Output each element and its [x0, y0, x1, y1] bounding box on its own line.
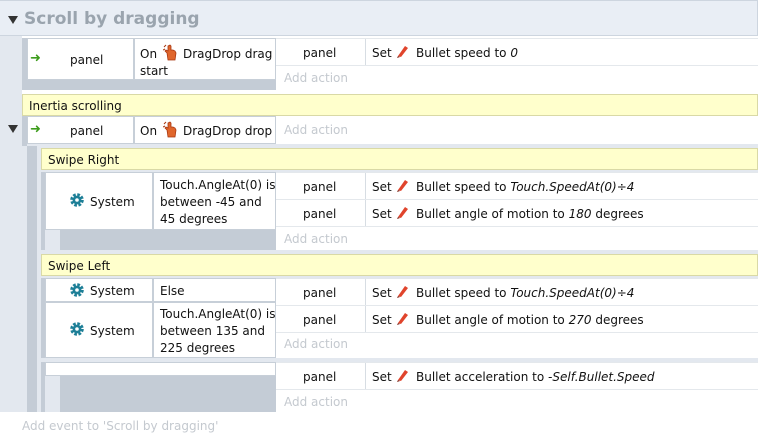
- dragdrop-hand-icon: [163, 121, 177, 138]
- action-row[interactable]: panel Set Bullet acceleration to -Self.B…: [276, 363, 758, 389]
- action-text: Bullet speed to 0: [416, 46, 518, 60]
- condition-object: System: [90, 284, 135, 298]
- event3-condition-cell[interactable]: Touch.AngleAt(0) is between -45 and 45 d…: [153, 172, 276, 230]
- event5-actions: panel Set Bullet acceleration to -Self.B…: [276, 362, 758, 412]
- action-text: Bullet acceleration to -Self.Bullet.Spee…: [416, 370, 655, 384]
- comment-swipe-right[interactable]: Swipe Right: [41, 148, 758, 170]
- add-action-link[interactable]: Add action: [284, 232, 348, 246]
- action-text: Bullet angle of motion to 270 degrees: [416, 313, 644, 327]
- system-gear-icon: [70, 283, 84, 297]
- action-text: Bullet angle of motion to 180 degrees: [416, 207, 644, 221]
- action-row[interactable]: panel Set Bullet angle of motion to 180 …: [276, 200, 758, 226]
- event4-actions: panel Set Bullet speed to Touch.SpeedAt(…: [276, 278, 758, 358]
- system-gear-icon: [70, 193, 84, 207]
- add-action-link[interactable]: Add action: [284, 71, 348, 85]
- action-set-label: Set: [372, 180, 392, 194]
- comment-swipe-left[interactable]: Swipe Left: [41, 254, 758, 276]
- group-header[interactable]: Scroll by dragging: [0, 0, 758, 36]
- event2-collapse-toggle[interactable]: [8, 125, 18, 133]
- condition-text-line3: 45 degrees: [160, 212, 228, 226]
- add-action-link[interactable]: Add action: [284, 337, 348, 351]
- condition-object: System: [90, 195, 135, 209]
- system-gear-icon: [70, 322, 84, 336]
- condition-object: panel: [70, 124, 104, 138]
- action-set-label: Set: [372, 370, 392, 384]
- action-set-label: Set: [372, 207, 392, 221]
- event2-left-margin: [22, 116, 27, 146]
- event1-left-margin: [22, 38, 27, 90]
- bullet-behavior-icon: [397, 286, 408, 298]
- event2-object-cell[interactable]: ➜ panel: [27, 116, 134, 144]
- group-body-rail: [0, 36, 22, 412]
- condition-text: DragDrop drop: [183, 124, 273, 138]
- bullet-behavior-icon: [397, 180, 408, 192]
- action-object: panel: [303, 46, 337, 60]
- event1-object-cell[interactable]: ➜ panel: [27, 38, 134, 80]
- condition-text-line1: Touch.AngleAt(0) is: [160, 178, 276, 192]
- add-action-link[interactable]: Add action: [284, 395, 348, 409]
- condition-text-line2: between 135 and: [160, 324, 265, 338]
- action-row[interactable]: panel Set Bullet speed to Touch.SpeedAt(…: [276, 279, 758, 305]
- bullet-behavior-icon: [397, 46, 408, 58]
- event1-bottom-strip: [27, 80, 276, 90]
- action-row[interactable]: panel Set Bullet speed to Touch.SpeedAt(…: [276, 173, 758, 199]
- subevents-rail: [27, 146, 37, 412]
- action-row[interactable]: panel Set Bullet angle of motion to 270 …: [276, 306, 758, 332]
- add-action-link[interactable]: Add action: [284, 123, 348, 137]
- action-text: Bullet speed to Touch.SpeedAt(0)÷4: [416, 180, 635, 194]
- condition-text-line3: 225 degrees: [160, 341, 236, 355]
- condition-prefix: On: [140, 47, 158, 61]
- event5-condition-cell[interactable]: [45, 362, 276, 376]
- condition-text: Else: [160, 284, 185, 298]
- event3-actions: panel Set Bullet speed to Touch.SpeedAt(…: [276, 172, 758, 250]
- action-object: panel: [303, 313, 337, 327]
- action-set-label: Set: [372, 286, 392, 300]
- event1-condition-cell[interactable]: On DragDrop drag start: [134, 38, 276, 80]
- trigger-arrow-icon: ➜: [30, 122, 41, 137]
- event2-actions: Add action: [276, 116, 758, 144]
- dragdrop-hand-icon: [163, 44, 177, 61]
- condition-text-line2: between -45 and: [160, 195, 262, 209]
- event5-bottom-strip: [60, 376, 276, 412]
- bullet-behavior-icon: [397, 207, 408, 219]
- condition-object: System: [90, 324, 135, 338]
- group-title: Scroll by dragging: [24, 9, 200, 29]
- event4-object-cell-angle[interactable]: System: [45, 302, 153, 358]
- condition-text-line1: Touch.AngleAt(0) is: [160, 307, 276, 321]
- condition-text-line1: DragDrop drag: [183, 47, 273, 61]
- group-collapse-toggle[interactable]: [8, 16, 18, 24]
- event2-condition-cell[interactable]: On DragDrop drop: [134, 116, 276, 144]
- action-set-label: Set: [372, 46, 392, 60]
- event3-bottom-strip: [60, 230, 276, 250]
- event4-left-margin: [41, 278, 45, 358]
- trigger-arrow-icon: ➜: [30, 51, 41, 66]
- event5-left-margin: [41, 362, 45, 412]
- event1-actions: panel Set Bullet speed to 0 Add action: [276, 38, 758, 90]
- action-object: panel: [303, 180, 337, 194]
- action-object: panel: [303, 207, 337, 221]
- action-text: Bullet speed to Touch.SpeedAt(0)÷4: [416, 286, 635, 300]
- condition-text-line2: start: [140, 64, 168, 78]
- action-object: panel: [303, 286, 337, 300]
- event3-left-margin: [41, 172, 45, 250]
- action-set-label: Set: [372, 313, 392, 327]
- event4-object-cell-else[interactable]: System: [45, 278, 153, 302]
- action-row[interactable]: panel Set Bullet speed to 0: [276, 39, 758, 65]
- bullet-behavior-icon: [397, 313, 408, 325]
- action-object: panel: [303, 370, 337, 384]
- comment-inertia-scrolling[interactable]: Inertia scrolling: [22, 94, 758, 116]
- condition-prefix: On: [140, 124, 158, 138]
- condition-object: panel: [70, 53, 104, 67]
- bullet-behavior-icon: [397, 370, 408, 382]
- event3-object-cell[interactable]: System: [45, 172, 153, 230]
- event4-condition-else[interactable]: Else: [153, 278, 276, 302]
- add-event-link[interactable]: Add event to 'Scroll by dragging': [22, 419, 219, 433]
- event4-condition-angle[interactable]: Touch.AngleAt(0) is between 135 and 225 …: [153, 302, 276, 358]
